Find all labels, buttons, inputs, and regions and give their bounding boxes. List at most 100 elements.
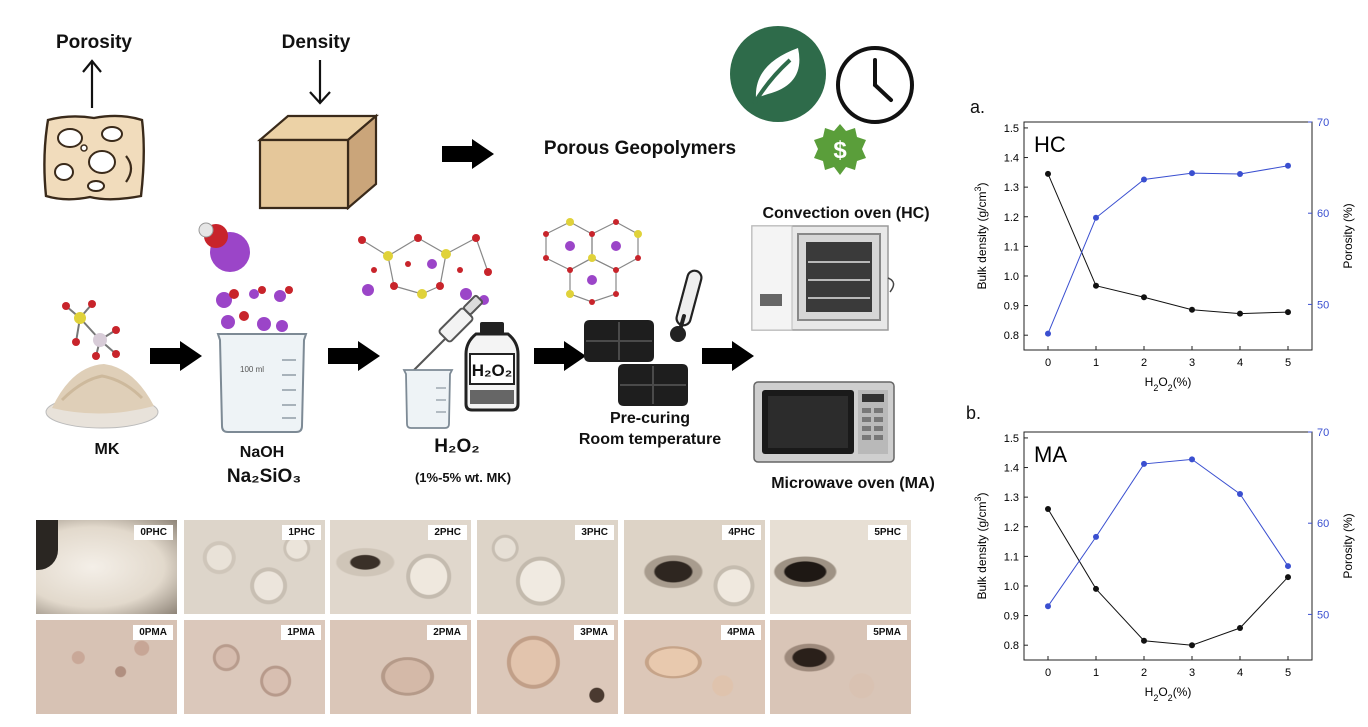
density-point	[1189, 642, 1195, 649]
density-point	[1189, 306, 1195, 313]
h2o2-label: H₂O₂	[434, 436, 480, 457]
right-axis-label: Porosity (%)	[1341, 513, 1355, 578]
porosity-line	[1047, 458, 1289, 607]
cube-icon	[257, 113, 379, 210]
naoh-ions-icon	[216, 286, 293, 332]
down-arrow-icon	[309, 60, 331, 105]
h2o2-range-label: (1%-5% wt. MK)	[414, 470, 512, 485]
density-point	[1285, 309, 1291, 316]
porosity-point	[1285, 563, 1291, 570]
x-tick-label: 2	[1141, 357, 1147, 369]
clock-icon	[836, 46, 914, 124]
porosity-point	[1141, 176, 1147, 183]
plot-frame	[1023, 121, 1313, 351]
photo-tag-0pma: 0PMA	[133, 625, 173, 640]
left-axis-label: Bulk density (g/cm3)	[973, 492, 989, 599]
beaker-icon: 100 ml	[216, 333, 308, 433]
density-point	[1093, 282, 1099, 289]
right-tick-label: 70	[1317, 427, 1329, 439]
na2sio3-label: Na₂SiO₃	[226, 466, 302, 487]
density-point	[1141, 294, 1147, 301]
porosity-point	[1045, 330, 1051, 337]
left-tick-label: 0.8	[1004, 640, 1019, 652]
density-point	[1237, 625, 1243, 632]
density-point	[1141, 637, 1147, 644]
right-tick-label: 70	[1317, 117, 1329, 129]
small-beaker-icon	[402, 369, 454, 429]
photo-tag-5phc: 5PHC	[868, 525, 907, 540]
left-tick-label: 0.8	[1004, 330, 1019, 342]
photo-0pma: 0PMA	[36, 620, 177, 714]
right-tick-label: 50	[1317, 609, 1329, 621]
photo-3phc: 3PHC	[477, 520, 618, 614]
left-axis-label: Bulk density (g/cm3)	[973, 182, 989, 289]
left-tick-label: 1.1	[1004, 551, 1019, 563]
porosity-point	[1141, 460, 1147, 467]
convection-oven-icon	[751, 225, 895, 331]
left-tick-label: 1.4	[1004, 463, 1019, 475]
left-tick-label: 1.2	[1004, 522, 1019, 534]
x-tick-label: 3	[1189, 667, 1195, 679]
density-label: Density	[281, 32, 351, 53]
thermometer-icon	[670, 269, 703, 342]
right-tick-label: 50	[1317, 299, 1329, 311]
left-tick-label: 1.5	[1004, 123, 1019, 135]
photo-1pma: 1PMA	[184, 620, 325, 714]
room-temperature-label: Room temperature	[578, 431, 722, 448]
silicate-network-icon	[358, 234, 492, 305]
panel-tag: HC	[1034, 132, 1066, 157]
precuring-label: Pre-curing	[609, 410, 690, 427]
arrow-step2-icon	[328, 341, 380, 371]
dollar-badge-icon: $	[814, 124, 866, 175]
x-tick-label: 4	[1237, 357, 1243, 369]
density-point	[1285, 574, 1291, 581]
left-tick-label: 1.2	[1004, 212, 1019, 224]
pipette-icon	[413, 294, 484, 371]
left-tick-label: 1.3	[1004, 182, 1019, 194]
beaker-volume-text: 100 ml	[240, 365, 264, 374]
porosity-point	[1093, 214, 1099, 221]
microwave-oven-label: Microwave oven (MA)	[771, 475, 935, 492]
microwave-oven-icon	[753, 381, 895, 463]
mold-tray-1-icon	[584, 320, 654, 362]
x-tick-label: 4	[1237, 667, 1243, 679]
photo-tag-4pma: 4PMA	[721, 625, 761, 640]
left-tick-label: 0.9	[1004, 611, 1019, 623]
left-tick-label: 0.9	[1004, 301, 1019, 313]
porous-sponge-icon	[43, 114, 145, 201]
left-tick-label: 1.0	[1004, 271, 1019, 283]
arrow-to-product-icon	[442, 139, 494, 169]
photo-2phc: 2PHC	[330, 520, 471, 614]
naoh-molecule-icon	[198, 222, 250, 272]
photo-5phc: 5PHC	[770, 520, 911, 614]
convection-oven-label: Convection oven (HC)	[762, 205, 930, 222]
x-tick-label: 5	[1285, 357, 1291, 369]
photo-tag-3phc: 3PHC	[575, 525, 614, 540]
porosity-point	[1045, 603, 1051, 610]
leaf-icon	[730, 26, 826, 122]
arrow-step3-icon	[534, 341, 586, 371]
photo-tag-1pma: 1PMA	[281, 625, 321, 640]
x-tick-label: 1	[1093, 357, 1099, 369]
mold-tray-2-icon	[618, 364, 688, 406]
right-tick-label: 60	[1317, 208, 1329, 220]
geopolymer-network-icon	[543, 218, 642, 305]
photo-4phc: 4PHC	[624, 520, 765, 614]
porosity-point	[1285, 162, 1291, 169]
density-point	[1237, 310, 1243, 317]
naoh-label: NaOH	[239, 444, 285, 461]
x-tick-label: 1	[1093, 667, 1099, 679]
chart-b-panel-label: b.	[966, 403, 982, 423]
x-tick-label: 0	[1045, 667, 1051, 679]
product-label: Porous Geopolymers	[543, 138, 737, 159]
porosity-line	[1047, 165, 1289, 334]
porosity-point	[1237, 491, 1243, 498]
panel-tag: MA	[1034, 442, 1067, 467]
photo-tag-3pma: 3PMA	[574, 625, 614, 640]
density-point	[1045, 170, 1051, 177]
photo-tag-2pma: 2PMA	[427, 625, 467, 640]
porosity-label: Porosity	[55, 32, 133, 53]
arrow-step4-icon	[702, 341, 754, 371]
left-tick-label: 1.0	[1004, 581, 1019, 593]
